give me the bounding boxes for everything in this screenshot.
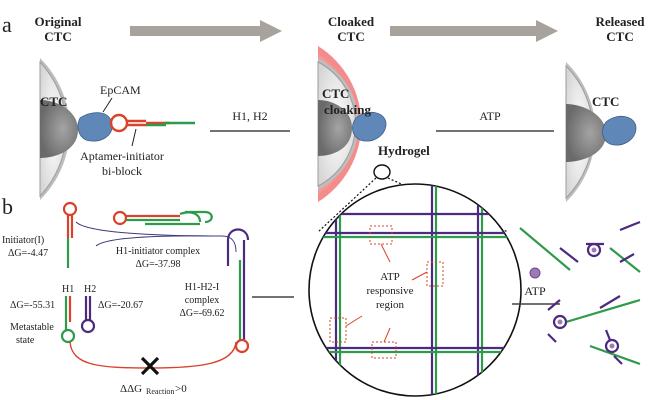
svg-text:Aptamer-initiator: Aptamer-initiator <box>80 149 164 163</box>
cell3-label: CTC <box>592 94 619 109</box>
panel-a-label: a <box>2 12 12 37</box>
aptamer-initiator <box>109 113 195 133</box>
svg-text:H1-initiator complex: H1-initiator complex <box>116 246 200 257</box>
svg-text:Original: Original <box>35 14 82 29</box>
ddg-label: ΔΔG Reaction >0 <box>120 383 187 396</box>
epcam-receptor-1 <box>77 112 113 142</box>
svg-text:Released: Released <box>595 14 645 29</box>
svg-text:Metastable: Metastable <box>10 322 54 333</box>
zoom-target-ellipse <box>373 164 391 180</box>
h1-initiator-complex-strand <box>112 210 213 226</box>
svg-text:complex: complex <box>185 295 219 306</box>
stage3-title: Released CTC <box>595 14 645 44</box>
zoom-guide-left <box>317 177 377 233</box>
svg-text:bi-block: bi-block <box>102 164 142 178</box>
h1-initiator-complex-label: H1-initiator complex ΔG=-37.98 <box>116 246 200 270</box>
svg-text:state: state <box>16 335 35 346</box>
svg-text:CTC: CTC <box>322 86 349 101</box>
svg-text:ΔΔG: ΔΔG <box>120 383 142 395</box>
h1-hairpin <box>60 296 76 344</box>
svg-text:CTC: CTC <box>337 29 364 44</box>
released-ctc-cell <box>565 62 637 202</box>
svg-text:responsive: responsive <box>366 285 413 297</box>
svg-text:ATP: ATP <box>380 271 400 283</box>
svg-text:Reaction: Reaction <box>146 387 174 396</box>
cloaked-ctc-cell <box>317 46 387 202</box>
stage2-title: Cloaked CTC <box>328 14 375 44</box>
atp-molecule-icon <box>529 267 541 279</box>
svg-text:region: region <box>376 299 405 311</box>
step1-reagents: H1, H2 <box>232 109 267 123</box>
h1-dg: ΔG=-55.31 <box>10 300 55 311</box>
panel-b-label: b <box>2 194 13 219</box>
aptamer-label: Aptamer-initiator bi-block <box>80 149 164 178</box>
h1-label: H1 <box>62 284 74 295</box>
h2-label: H2 <box>84 284 96 295</box>
h1-h2-i-complex-label: H1-H2-I complex ΔG=-69.62 <box>179 282 224 319</box>
cell1-label: CTC <box>40 94 67 109</box>
svg-text:ΔG=-37.98: ΔG=-37.98 <box>135 259 180 270</box>
initiator-label: Initiator(I) ΔG=-4.47 <box>2 235 48 259</box>
svg-text:CTC: CTC <box>606 29 633 44</box>
blocked-cross <box>140 356 160 376</box>
hydrogel-label: Hydrogel <box>378 143 430 158</box>
progress-arrow-1 <box>130 20 282 42</box>
atp-region-box-left <box>329 317 347 343</box>
metastable-label: Metastable state <box>10 322 54 346</box>
svg-text:CTC: CTC <box>44 29 71 44</box>
svg-text:>0: >0 <box>175 383 187 395</box>
reaction-path-mid <box>95 235 223 247</box>
h2-dg: ΔG=-20.67 <box>98 300 143 311</box>
atp-responsive-region-label: ATP responsive region <box>366 271 413 311</box>
atp-region-box-right <box>426 261 444 287</box>
original-ctc-cell <box>39 58 78 200</box>
hydrogel-magnified-view <box>308 183 522 397</box>
h2-hairpin <box>80 296 96 334</box>
svg-text:Cloaked: Cloaked <box>328 14 375 29</box>
svg-text:cloaking: cloaking <box>324 102 371 117</box>
initiator-strand <box>62 201 78 268</box>
released-fragments <box>519 220 641 366</box>
h1-h2-i-complex-strand <box>226 228 250 354</box>
stage1-title: Original CTC <box>35 14 82 44</box>
epcam-label: EpCAM <box>100 83 141 97</box>
cell2-label: CTC cloaking <box>322 86 371 117</box>
step2-reagent: ATP <box>479 109 501 123</box>
atp-label: ATP <box>524 284 546 298</box>
svg-text:ΔG=-69.62: ΔG=-69.62 <box>179 308 224 319</box>
svg-text:Initiator(I): Initiator(I) <box>2 235 44 246</box>
svg-text:H1-H2-I: H1-H2-I <box>185 282 219 293</box>
svg-text:ΔG=-4.47: ΔG=-4.47 <box>8 248 48 259</box>
progress-arrow-2 <box>390 20 558 42</box>
